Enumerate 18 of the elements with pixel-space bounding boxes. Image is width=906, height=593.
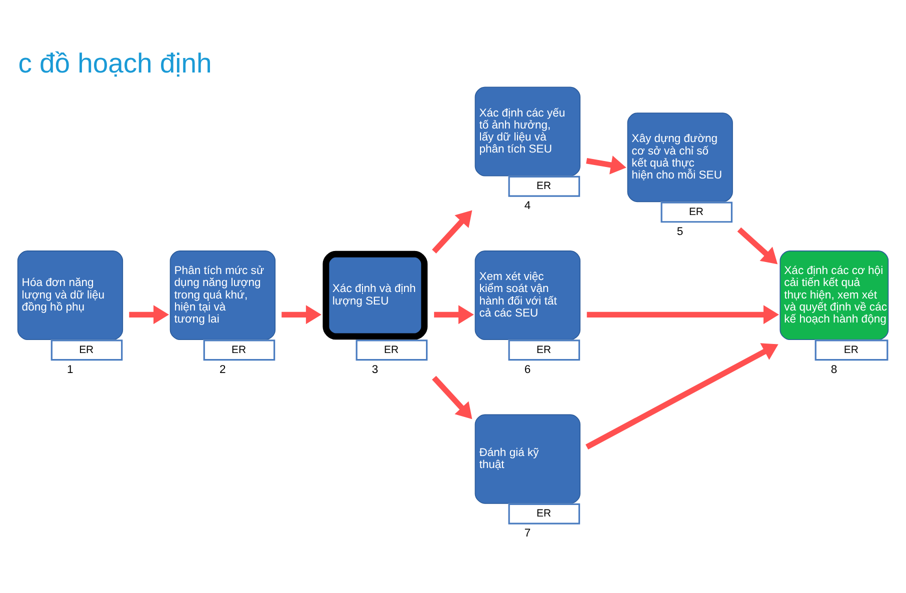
node-label: 2 [219,364,226,376]
node-label: 1 [66,364,74,376]
arrow [432,376,472,420]
arrow [586,156,626,174]
arrow [432,210,472,254]
diagram-title: c đồ hoạch định [18,47,212,78]
node-label: 7 [524,528,531,540]
node-label: 8 [830,364,838,376]
arrow [282,305,322,324]
node-label: 6 [524,364,531,376]
arrow [129,305,169,324]
node-label: 5 [676,226,684,238]
arrow [434,305,474,324]
arrow [737,227,778,264]
arrow [586,343,778,450]
arrow [586,305,779,324]
node-label: 4 [524,200,531,212]
node-label: 3 [372,364,378,376]
